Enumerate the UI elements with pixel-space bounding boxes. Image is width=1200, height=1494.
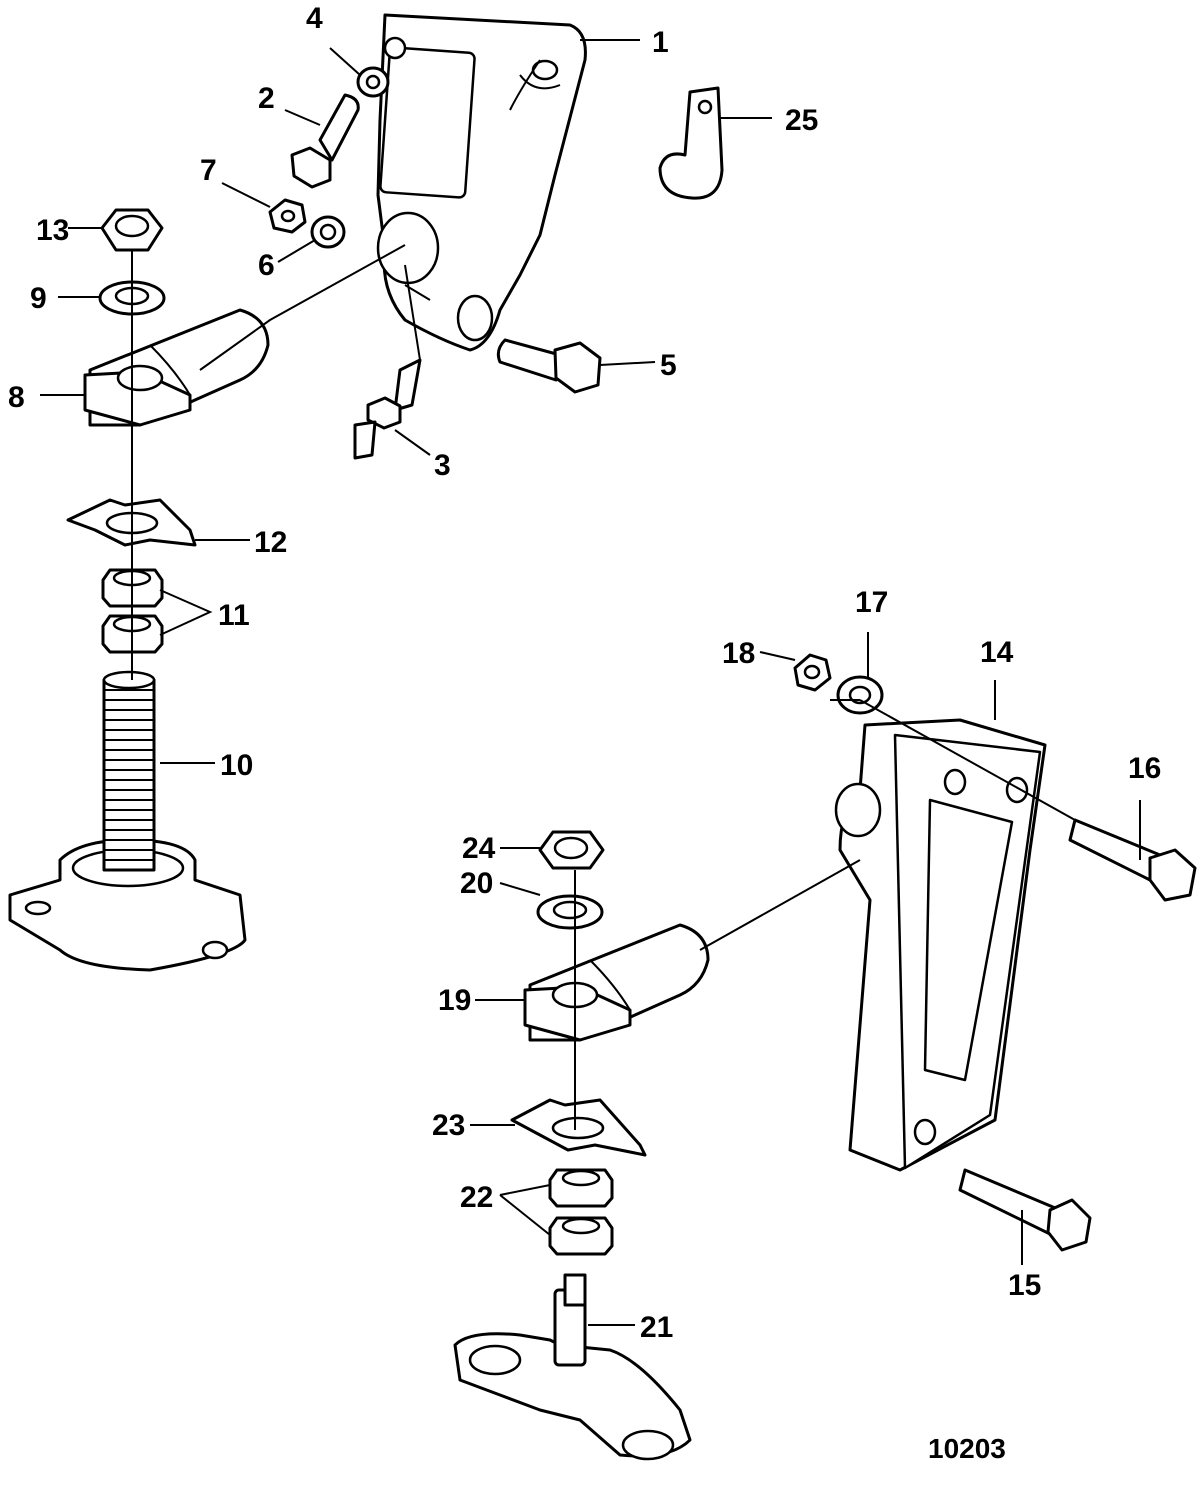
callout-14: 14 bbox=[980, 636, 1014, 669]
part-24-nut bbox=[538, 830, 605, 870]
part-23-tab-washer bbox=[510, 1098, 647, 1157]
part-14-rear-bracket bbox=[834, 718, 1047, 1172]
part-6-lock-washer bbox=[310, 215, 346, 249]
part-15-bolt bbox=[958, 1168, 1092, 1252]
part-5-bolt bbox=[496, 338, 602, 394]
callout-21: 21 bbox=[640, 1311, 673, 1344]
callout-12: 12 bbox=[254, 526, 287, 559]
callout-6: 6 bbox=[258, 249, 275, 282]
leader-lines bbox=[40, 39, 1141, 1326]
alignment-lines bbox=[131, 59, 1076, 1130]
callout-22: 22 bbox=[460, 1181, 493, 1214]
callout-24: 24 bbox=[462, 832, 496, 865]
part-1-upper-bracket bbox=[376, 13, 587, 352]
part-8-mount-arm bbox=[83, 308, 270, 427]
part-16-bolt bbox=[1068, 818, 1197, 902]
part-18-nut bbox=[793, 653, 832, 692]
part-19-mount-arm bbox=[523, 923, 710, 1042]
callout-9: 9 bbox=[30, 282, 47, 315]
part-13-nut bbox=[100, 208, 164, 252]
callout-20: 20 bbox=[460, 867, 493, 900]
part-4-lock-washer bbox=[356, 66, 390, 98]
callout-8: 8 bbox=[8, 381, 25, 414]
part-22-nuts bbox=[548, 1168, 614, 1256]
part-2-bolt bbox=[290, 93, 360, 189]
callout-3: 3 bbox=[434, 449, 451, 482]
callout-17: 17 bbox=[855, 586, 888, 619]
part-20-lock-washer bbox=[536, 894, 604, 930]
callout-16: 16 bbox=[1128, 752, 1161, 785]
callout-10: 10 bbox=[220, 749, 253, 782]
callout-4: 4 bbox=[306, 2, 323, 35]
part-3-stud bbox=[353, 358, 422, 460]
part-21-mount-base bbox=[453, 1273, 692, 1461]
callout-19: 19 bbox=[438, 984, 471, 1017]
callout-15: 15 bbox=[1008, 1269, 1041, 1302]
callout-7: 7 bbox=[200, 154, 217, 187]
callout-labels: 1 2 3 4 5 6 7 8 9 10 11 12 13 14 15 16 1… bbox=[8, 2, 1161, 1344]
callout-5: 5 bbox=[660, 349, 677, 382]
callout-1: 1 bbox=[652, 26, 669, 59]
callout-2: 2 bbox=[258, 82, 275, 115]
callout-11: 11 bbox=[218, 599, 250, 632]
callout-18: 18 bbox=[722, 637, 755, 670]
part-25-cable-clip bbox=[658, 86, 724, 200]
callout-25: 25 bbox=[785, 104, 818, 137]
part-7-nut bbox=[268, 198, 307, 234]
callout-23: 23 bbox=[432, 1109, 465, 1142]
callout-13: 13 bbox=[36, 214, 69, 247]
part-10-engine-mount bbox=[8, 670, 247, 972]
drawing-number: 10203 bbox=[928, 1433, 1006, 1464]
